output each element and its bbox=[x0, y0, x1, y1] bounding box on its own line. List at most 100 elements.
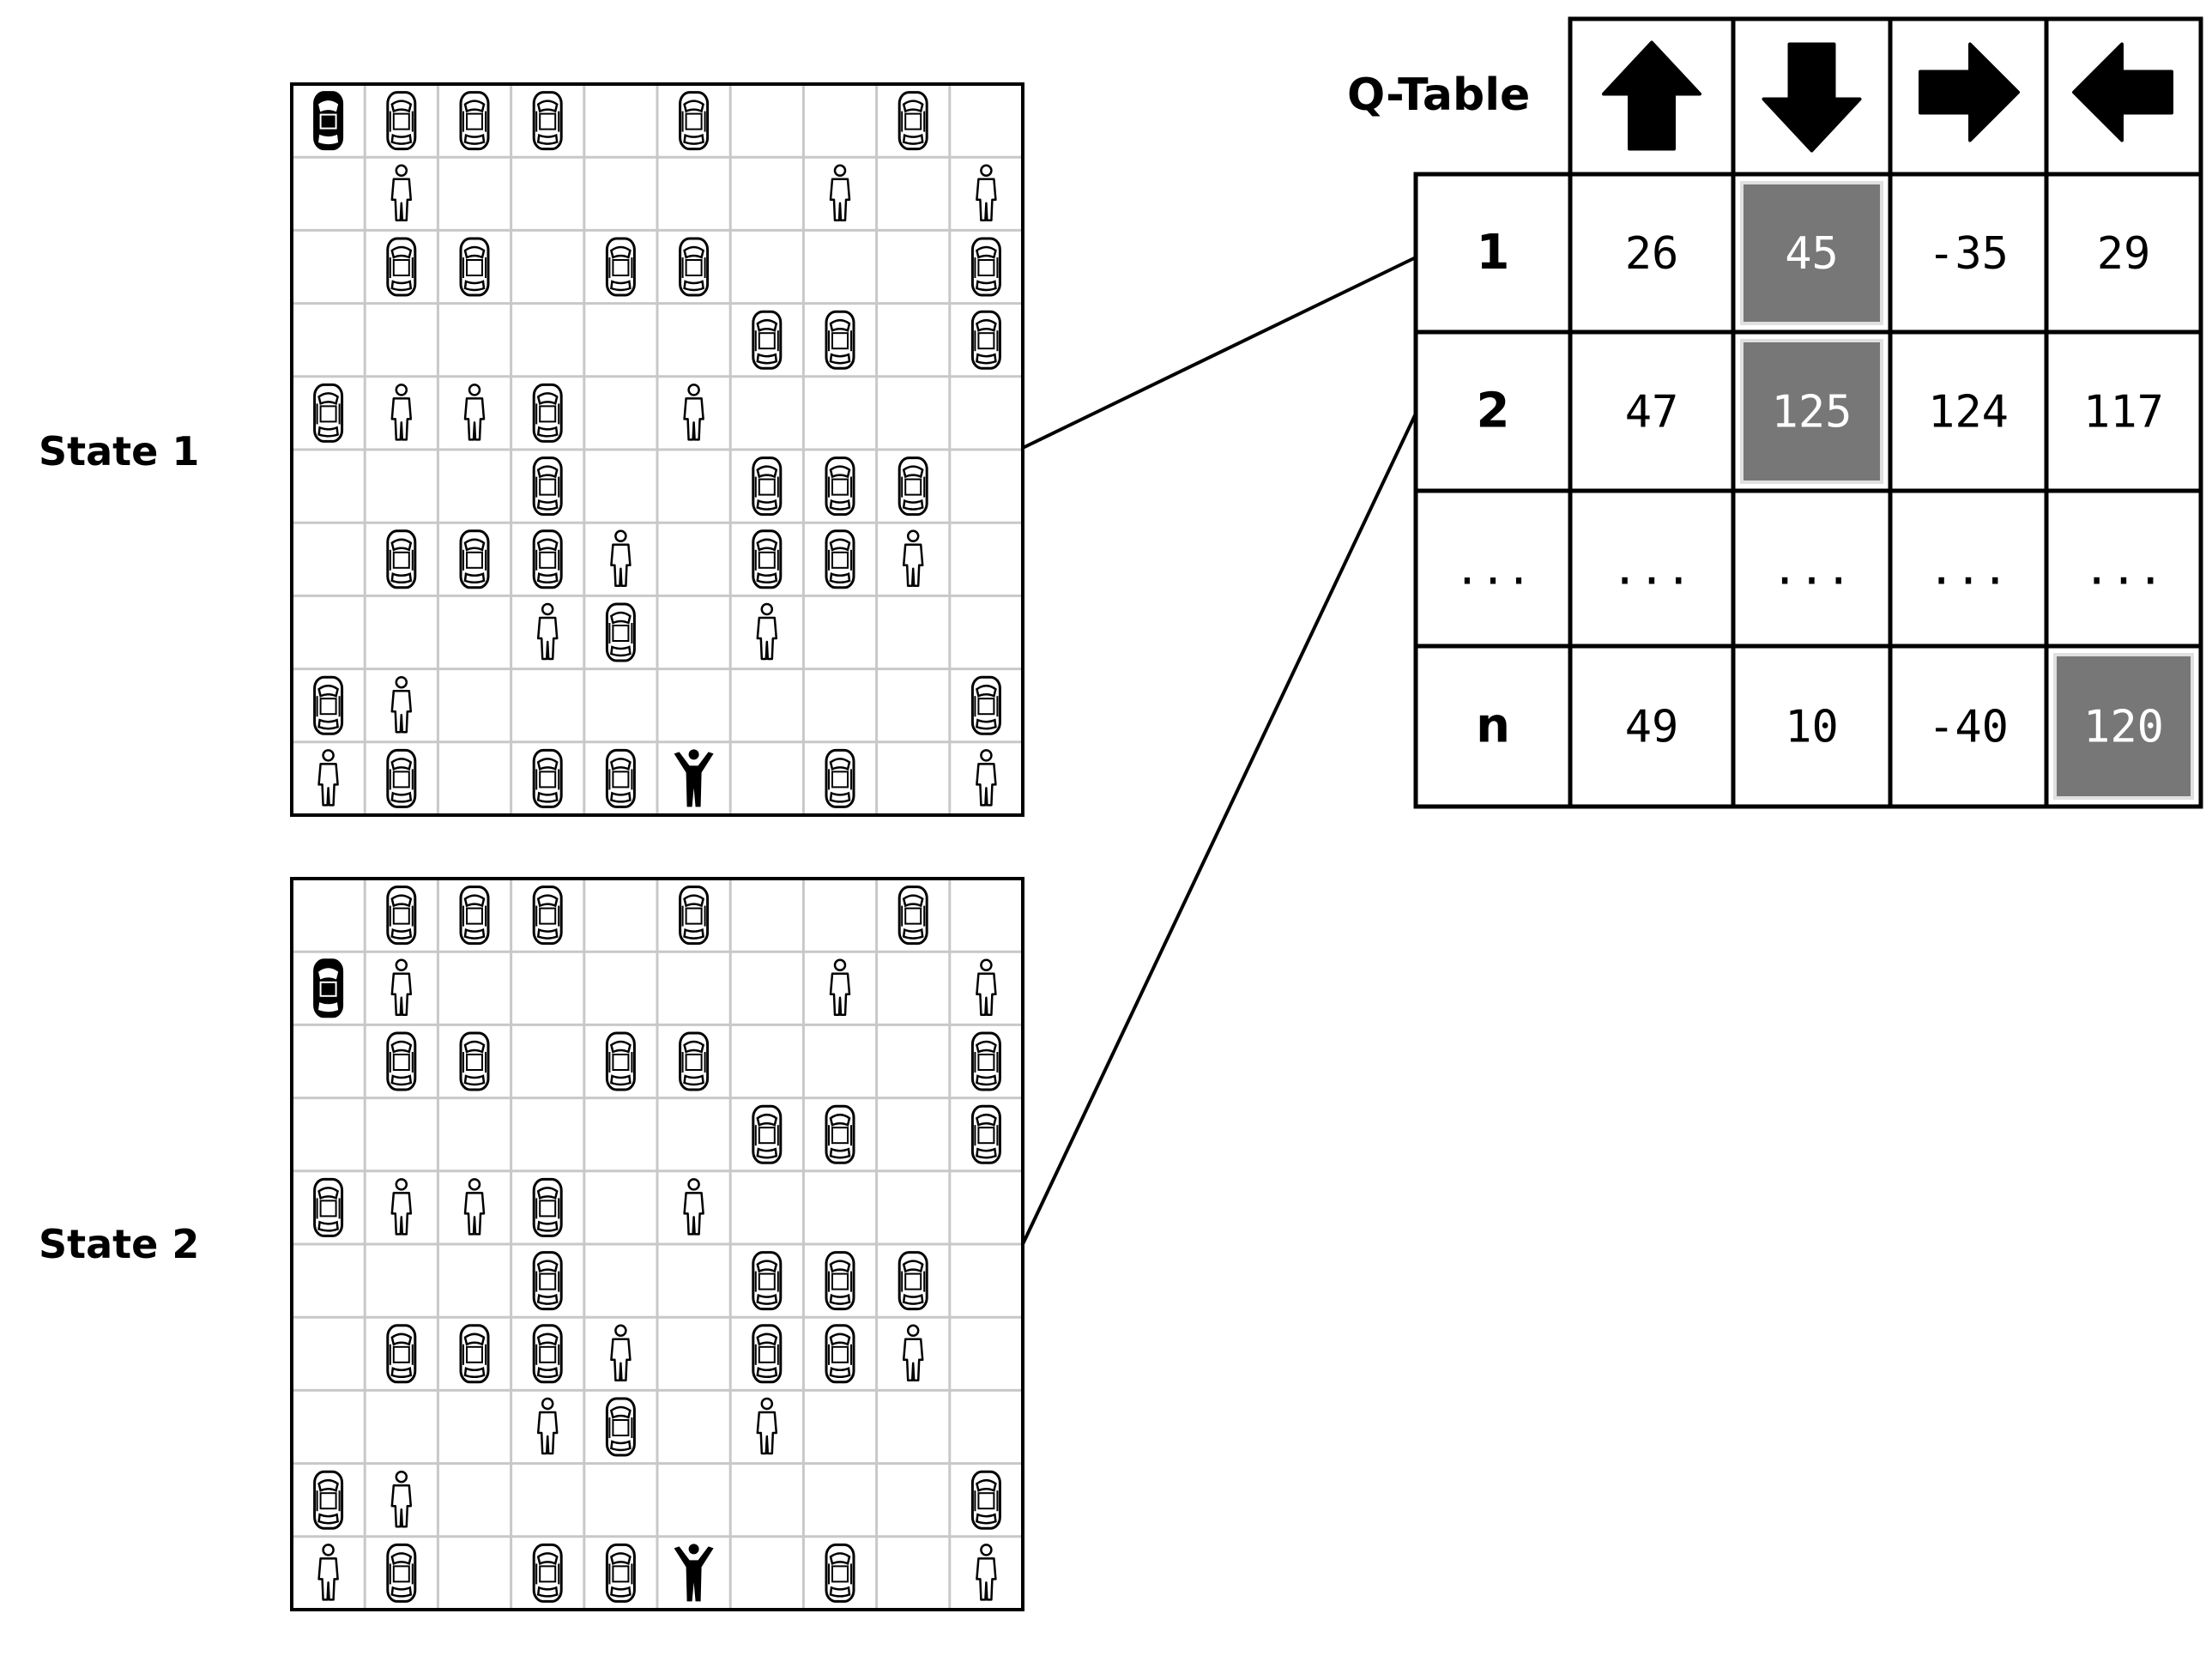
car-icon bbox=[386, 237, 417, 297]
car-icon bbox=[970, 1470, 1001, 1530]
pedestrian-icon bbox=[463, 384, 486, 441]
qtable-state-label: 1 bbox=[1477, 225, 1510, 281]
car-icon bbox=[605, 1031, 636, 1091]
qtable-title: Q-Table bbox=[1347, 69, 1530, 121]
state-1-grid bbox=[290, 82, 1024, 817]
car-icon bbox=[386, 1543, 417, 1603]
pedestrian-icon bbox=[390, 958, 413, 1017]
qvalue-cell: -40 bbox=[1928, 702, 2009, 753]
qvalue-highlight bbox=[1740, 181, 1883, 325]
qvalue-cell: 124 bbox=[1928, 387, 2009, 438]
car-icon bbox=[386, 1031, 417, 1091]
qtable-state-label: 2 bbox=[1477, 384, 1510, 439]
pedestrian-icon bbox=[390, 1178, 413, 1236]
car-icon bbox=[752, 1104, 783, 1164]
pedestrian-icon bbox=[976, 164, 997, 222]
pedestrian-icon bbox=[390, 675, 413, 734]
car-icon bbox=[313, 1470, 344, 1530]
car-icon bbox=[752, 529, 783, 589]
car-icon bbox=[459, 91, 490, 151]
car-icon bbox=[532, 1324, 563, 1384]
pedestrian-icon bbox=[756, 602, 778, 661]
car-icon bbox=[386, 885, 417, 946]
qvalue-cell: ... bbox=[1928, 544, 2009, 595]
qvalue-cell: -35 bbox=[1928, 228, 2009, 280]
qvalue-cell: ... bbox=[1611, 544, 1692, 595]
car-icon bbox=[605, 1543, 636, 1603]
car-icon bbox=[313, 1177, 344, 1237]
car-icon bbox=[386, 529, 417, 589]
car-icon bbox=[313, 383, 344, 443]
taxi-icon bbox=[313, 91, 344, 151]
car-icon bbox=[459, 529, 490, 589]
state-row-connectors bbox=[1021, 256, 1417, 1245]
car-icon bbox=[459, 1324, 490, 1384]
car-icon bbox=[825, 1543, 855, 1603]
state-connector-line bbox=[1021, 413, 1417, 1245]
qvalue-cell: 47 bbox=[1625, 387, 1679, 438]
qtable-state-label: n bbox=[1476, 698, 1510, 754]
state-connector-line bbox=[1022, 256, 1417, 450]
car-icon bbox=[825, 748, 855, 808]
qvalue-cell: ... bbox=[1772, 544, 1852, 595]
pedestrian-icon bbox=[902, 529, 924, 588]
car-icon bbox=[532, 885, 563, 946]
car-icon bbox=[532, 1543, 563, 1603]
car-icon bbox=[679, 1031, 710, 1091]
car-icon bbox=[605, 602, 636, 662]
pedestrian-icon bbox=[756, 1397, 778, 1455]
car-icon bbox=[825, 529, 855, 589]
qvalue-cell: 117 bbox=[2083, 387, 2164, 438]
pedestrian-icon bbox=[390, 1470, 413, 1528]
pedestrian-icon bbox=[829, 164, 851, 222]
car-icon bbox=[386, 91, 417, 151]
qvalue-cell: 45 bbox=[1785, 228, 1839, 280]
passenger-waving-icon bbox=[674, 1544, 714, 1602]
qvalue-cell: 125 bbox=[1772, 387, 1852, 438]
car-icon bbox=[970, 310, 1001, 370]
car-icon bbox=[679, 237, 710, 297]
car-icon bbox=[459, 885, 490, 946]
state-2-label: State 2 bbox=[39, 1221, 199, 1267]
pedestrian-icon bbox=[317, 1544, 339, 1601]
pedestrian-icon bbox=[829, 958, 851, 1017]
car-icon bbox=[532, 529, 563, 589]
qvalue-highlight bbox=[2053, 653, 2194, 800]
pedestrian-icon bbox=[610, 1324, 632, 1382]
qvalue-cell: 26 bbox=[1625, 228, 1679, 280]
car-icon bbox=[825, 1251, 855, 1311]
car-icon bbox=[313, 675, 344, 735]
pedestrian-icon bbox=[390, 164, 413, 222]
pedestrian-icon bbox=[390, 384, 413, 441]
car-icon bbox=[459, 1031, 490, 1091]
state-1-label: State 1 bbox=[39, 428, 199, 474]
car-icon bbox=[679, 91, 710, 151]
car-icon bbox=[970, 1104, 1001, 1164]
pedestrian-icon bbox=[463, 1178, 486, 1236]
car-icon bbox=[532, 383, 563, 443]
pedestrian-icon bbox=[683, 1178, 704, 1236]
qtable-state-label: ... bbox=[1454, 545, 1532, 595]
car-icon bbox=[605, 1397, 636, 1457]
car-icon bbox=[752, 1251, 783, 1311]
car-icon bbox=[752, 1324, 783, 1384]
car-icon bbox=[386, 748, 417, 808]
car-icon bbox=[605, 237, 636, 297]
car-icon bbox=[897, 456, 928, 517]
pedestrian-icon bbox=[976, 1544, 997, 1601]
car-icon bbox=[897, 91, 928, 151]
car-icon bbox=[459, 237, 490, 297]
pedestrian-icon bbox=[902, 1324, 924, 1382]
car-icon bbox=[532, 748, 563, 808]
qvalue-cell: 10 bbox=[1785, 702, 1839, 753]
car-icon bbox=[970, 675, 1001, 735]
pedestrian-icon bbox=[976, 749, 997, 807]
car-icon bbox=[532, 91, 563, 151]
car-icon bbox=[825, 1324, 855, 1384]
state-2-grid bbox=[290, 877, 1024, 1611]
car-icon bbox=[970, 237, 1001, 297]
car-icon bbox=[532, 1251, 563, 1311]
passenger-waving-icon bbox=[674, 749, 714, 807]
